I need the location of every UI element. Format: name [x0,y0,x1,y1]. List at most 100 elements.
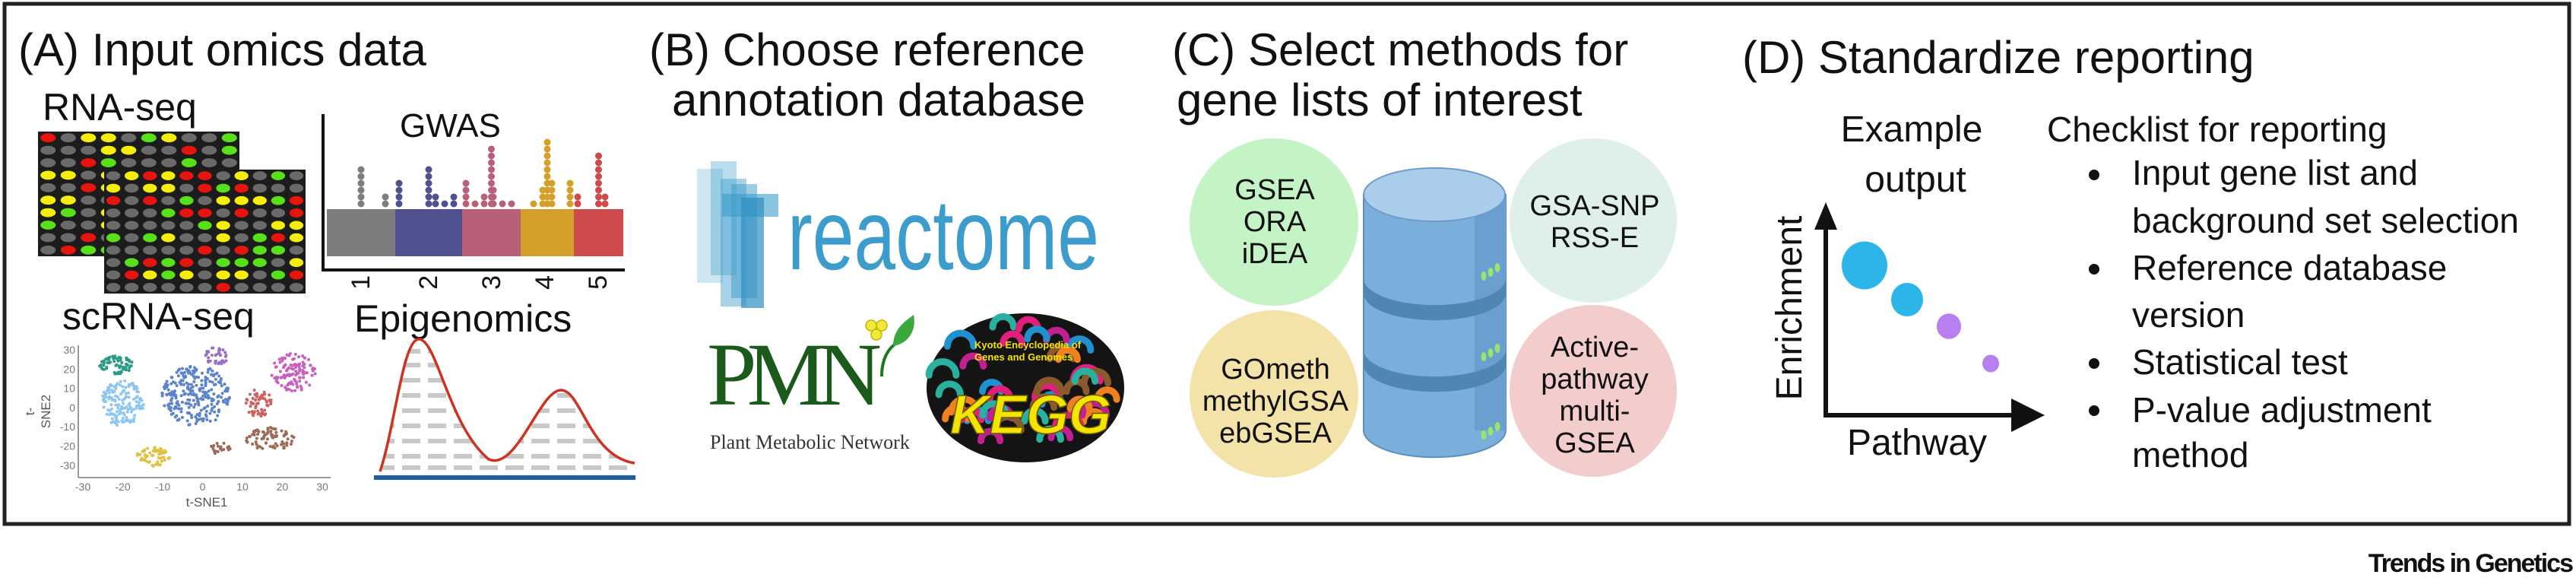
tsne-cell-point [293,389,297,392]
epigenomics-read [583,465,601,470]
heatmap-cell [216,221,230,230]
heatmap-cell [106,183,121,193]
tsne-cell-point [197,376,201,379]
heatmap-cell [289,221,304,230]
gwas-snp-point [395,186,403,194]
tsne-cell-point [190,416,194,420]
tsne-cell-point [307,357,311,361]
gwas-snp-point [425,193,433,201]
heatmap-cell [141,158,157,167]
tsne-cell-point [205,417,209,421]
tsne-cell-point [201,390,205,394]
method-label: methylGSA [1202,386,1349,417]
kegg-subtitle: Kyoto Encyclopedia of [974,339,1082,351]
heatmap-cell [60,183,76,192]
tsne-cell-point [109,383,112,386]
tsne-cell-point [119,405,123,408]
tsne-cell-point [220,448,223,452]
tsne-cell-point [113,356,117,360]
tsne-cell-point [282,446,286,449]
tsne-cell-point [116,403,120,407]
kegg-pattern-shape [1015,316,1041,333]
pmn-wordmark: PMN [707,325,882,424]
epigenomics-read [454,393,472,398]
tsne-cell-point [120,361,124,365]
tsne-cell-point [263,408,267,412]
heatmap-cell [252,258,267,268]
heatmap-cell [141,145,157,155]
tsne-cell-point [107,391,111,395]
heatmap-cell [143,270,157,280]
panel-a: (A) Input omics data RNA-seq GWAS 1 2 3 … [18,24,653,510]
heatmap-cell [216,246,230,255]
heatmap-cell [221,158,237,167]
tsne-cell-point [182,383,185,386]
tsne-cell-point [212,392,216,396]
epigenomics-read [531,465,550,470]
tsne-cell-point [190,392,194,396]
heatmap-cell [143,183,157,193]
heatmap-cell [271,208,286,217]
tsne-cell-point [299,384,303,388]
tsne-cell-point [131,420,135,424]
method-label: GSA-SNP [1529,190,1659,222]
method-label: pathway [1541,364,1649,395]
gwas-snp-point [462,193,470,201]
panel-c: (C) Select methods for gene lists of int… [1172,24,1677,478]
tsne-cell-point [199,408,203,412]
tsne-cell-point [203,406,207,410]
heatmap-cell [179,183,194,193]
tsne-cell-point [296,385,299,389]
tsne-cell-point [248,392,252,396]
heatmap-cell [161,282,176,292]
epigenomics-read [583,408,601,413]
tsne-cell-point [132,417,136,421]
rnaseq-label: RNA-seq [43,86,197,129]
gwas-snp-point [543,138,551,146]
tsne-cell-point [195,413,199,417]
epigenomics-read [531,439,550,443]
heatmap-cell [81,245,97,255]
tsne-cell-point [251,396,255,400]
tsne-cell-point [227,396,231,400]
tsne-cell-point [278,370,282,373]
pathway-axis-label: Pathway [1847,423,1987,463]
tsne-cell-point [211,369,214,373]
pmn-subtitle: Plant Metabolic Network [710,431,910,453]
gwas-snp-point [595,166,602,173]
tsne-cell-point [102,361,106,365]
figure-border [2,2,2571,526]
tsne-cell-point [164,382,168,386]
tsne-cell-point [168,392,172,395]
heatmap-cell [161,233,176,243]
epigenomics-curve [379,338,635,472]
gwas-snp-point [543,179,551,187]
tsne-cell-point [210,402,214,406]
tsne-cell-point [270,373,274,377]
reactome-logo: reactome [697,161,1099,308]
tsne-cell-point [287,366,290,370]
tsne-cell-point [221,348,225,352]
tsne-cell-point [132,384,136,388]
epigenomics-read [402,408,420,413]
tsne-cell-point [192,379,196,383]
tsne-cell-point [187,405,191,409]
epigenomics-read [505,363,524,367]
tsne-y-tick: 30 [63,344,75,356]
epigenomics-read [635,349,653,354]
reactome-icon [697,161,778,308]
epigenomics-read [557,393,575,398]
tsne-cell-point [194,415,198,419]
tsne-cell-point [115,415,119,419]
tsne-cell-point [304,380,308,384]
enrichment-dot [1982,354,1999,373]
tsne-cell-point [262,434,266,438]
gwas-snp-point [543,173,551,180]
gwas-snp-point [566,186,574,194]
heatmap-cell [124,270,139,280]
gwas-snp-point [382,193,389,201]
heatmap-cell [179,221,194,230]
tsne-cell-point [128,366,131,370]
tsne-cell-point [125,415,128,419]
tsne-cell-point [141,458,145,462]
